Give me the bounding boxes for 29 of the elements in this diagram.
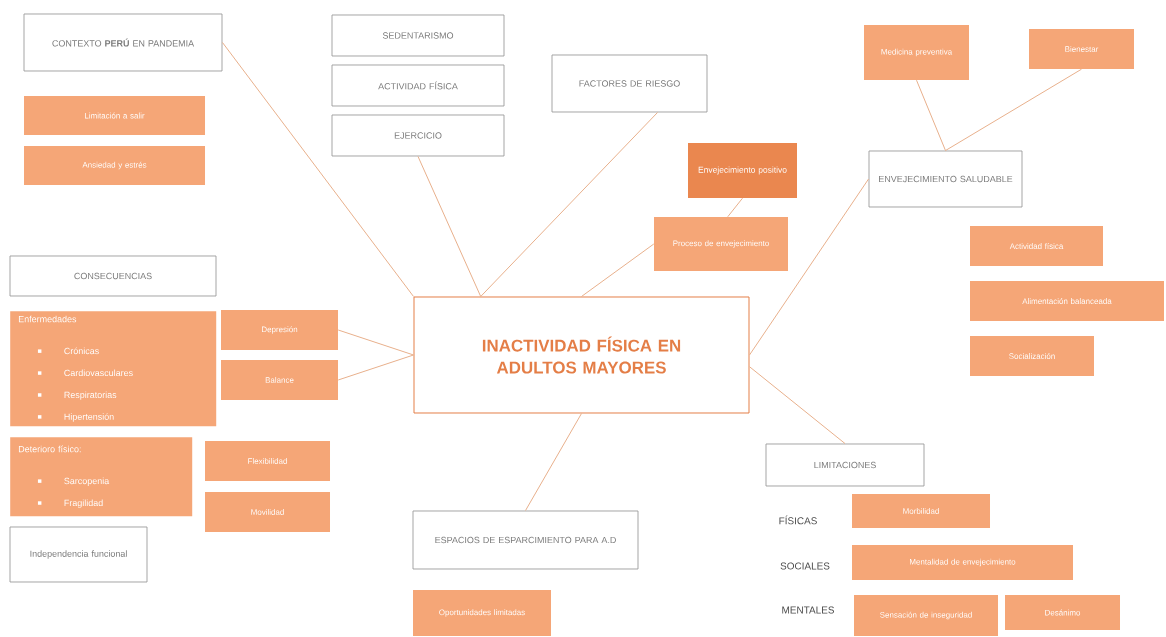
concept-box: SEDENTARISMO — [331, 14, 505, 57]
connector-line — [916, 79, 946, 152]
category-label: MENTALES — [782, 606, 835, 614]
connector-line — [945, 68, 1082, 152]
concept-box: CONTEXTO PERÚ EN PANDEMIA — [23, 13, 223, 72]
connector-line — [337, 329, 414, 356]
concept-box: ACTIVIDAD FÍSICA — [331, 64, 505, 107]
category-label: SOCIALES — [780, 562, 830, 570]
connector-line — [749, 178, 870, 356]
connector-line — [525, 413, 582, 512]
connector-line — [221, 42, 414, 297]
connector-line — [417, 155, 482, 297]
list-box: Enfermedades Crónicas Cardiovasculares Respiratorias Hipertensión — [10, 311, 217, 427]
connector-line — [727, 197, 743, 218]
concept-box: LIMITACIONES — [765, 443, 925, 487]
connector-line — [581, 243, 655, 297]
category-label: FÍSICAS — [779, 515, 817, 525]
connector-line — [749, 366, 846, 445]
list-box: Deterioro físico: Sarcopenia Fragilidad — [10, 437, 193, 517]
subtopic-box: Envejecimiento positivo — [688, 143, 797, 198]
concept-box: FACTORES DE RIESGO — [551, 54, 708, 113]
connector-line — [337, 354, 414, 381]
concept-box: EJERCICIO — [331, 114, 505, 157]
concept-box: ENVEJECIMIENTO SALUDABLE — [868, 150, 1023, 208]
concept-box: Independencia funcional — [9, 526, 148, 583]
central-topic-box: INACTIVIDAD FÍSICA EN ADULTOS MAYORES — [413, 296, 750, 414]
concept-box: CONSECUENCIAS — [9, 255, 217, 297]
connector-line — [480, 111, 659, 297]
concept-box: ESPACIOS DE ESPARCIMIENTO PARA A.D — [412, 510, 639, 570]
